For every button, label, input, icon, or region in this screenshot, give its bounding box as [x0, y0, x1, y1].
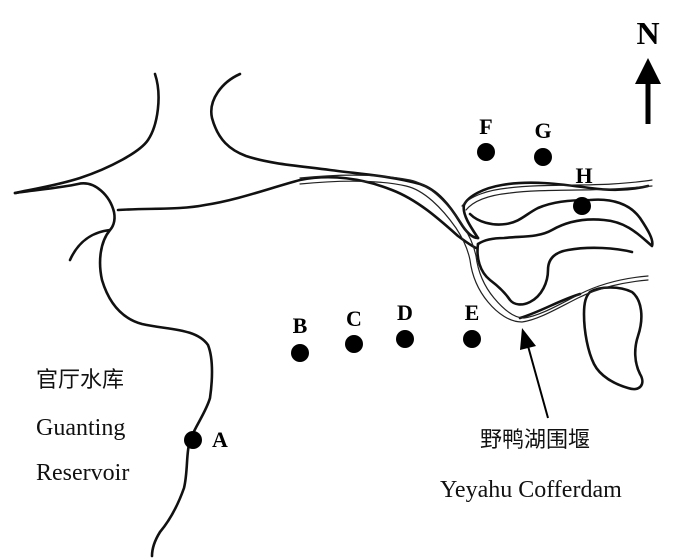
site-A: A: [184, 427, 228, 452]
cofferdam-pointer: [520, 328, 549, 419]
site-label-C: C: [346, 306, 362, 331]
site-dot-E: [463, 330, 481, 348]
west-bay-shoreline: [13, 182, 116, 232]
site-label-E: E: [465, 300, 480, 325]
cofferdam-upper-line-inner: [465, 185, 653, 211]
site-C: C: [345, 306, 363, 353]
site-label-F: F: [479, 114, 492, 139]
east-island-shoreline: [582, 286, 644, 391]
north-arrow: N: [635, 15, 661, 124]
site-label-A: A: [212, 427, 228, 452]
north-label: N: [636, 15, 659, 51]
reservoir-name-cn: 官厅水库: [36, 368, 125, 393]
site-B: B: [291, 313, 309, 362]
cofferdam-line-inner: [299, 180, 649, 323]
site-G: G: [534, 118, 552, 166]
site-dot-B: [291, 344, 309, 362]
site-dot-G: [534, 148, 552, 166]
site-dot-F: [477, 143, 495, 161]
site-label-G: G: [534, 118, 551, 143]
reservoir-name-en-line2: Reservoir: [36, 460, 130, 486]
east-upper-inner-shoreline: [468, 198, 654, 248]
cofferdam-name-en: Yeyahu Cofferdam: [440, 477, 622, 503]
site-dot-C: [345, 335, 363, 353]
east-south-bay-shoreline: [518, 292, 582, 320]
cofferdam-upper-line-outer: [461, 179, 653, 207]
cofferdam-name-cn: 野鸭湖围堰: [480, 428, 591, 453]
site-E: E: [463, 300, 481, 348]
east-lower-bay-shoreline: [476, 242, 634, 306]
site-dot-D: [396, 330, 414, 348]
site-F: F: [477, 114, 495, 161]
north-arrow-head-icon: [635, 58, 661, 84]
sampling-sites: A B C D E F G H: [184, 114, 593, 452]
reservoir-name-en-line1: Guanting: [36, 415, 126, 441]
south-shoreline: [116, 175, 478, 250]
site-label-B: B: [293, 313, 308, 338]
cofferdam-line-outer: [299, 174, 649, 319]
site-label-H: H: [575, 163, 592, 188]
site-dot-A: [184, 431, 202, 449]
site-dot-H: [573, 197, 591, 215]
site-label-D: D: [397, 300, 413, 325]
north-shoreline: [210, 72, 480, 240]
north-arrow-shaft: [645, 82, 651, 124]
site-D: D: [396, 300, 414, 348]
cofferdam-pointer-arrowhead-icon: [520, 328, 536, 350]
site-H: H: [573, 163, 593, 215]
